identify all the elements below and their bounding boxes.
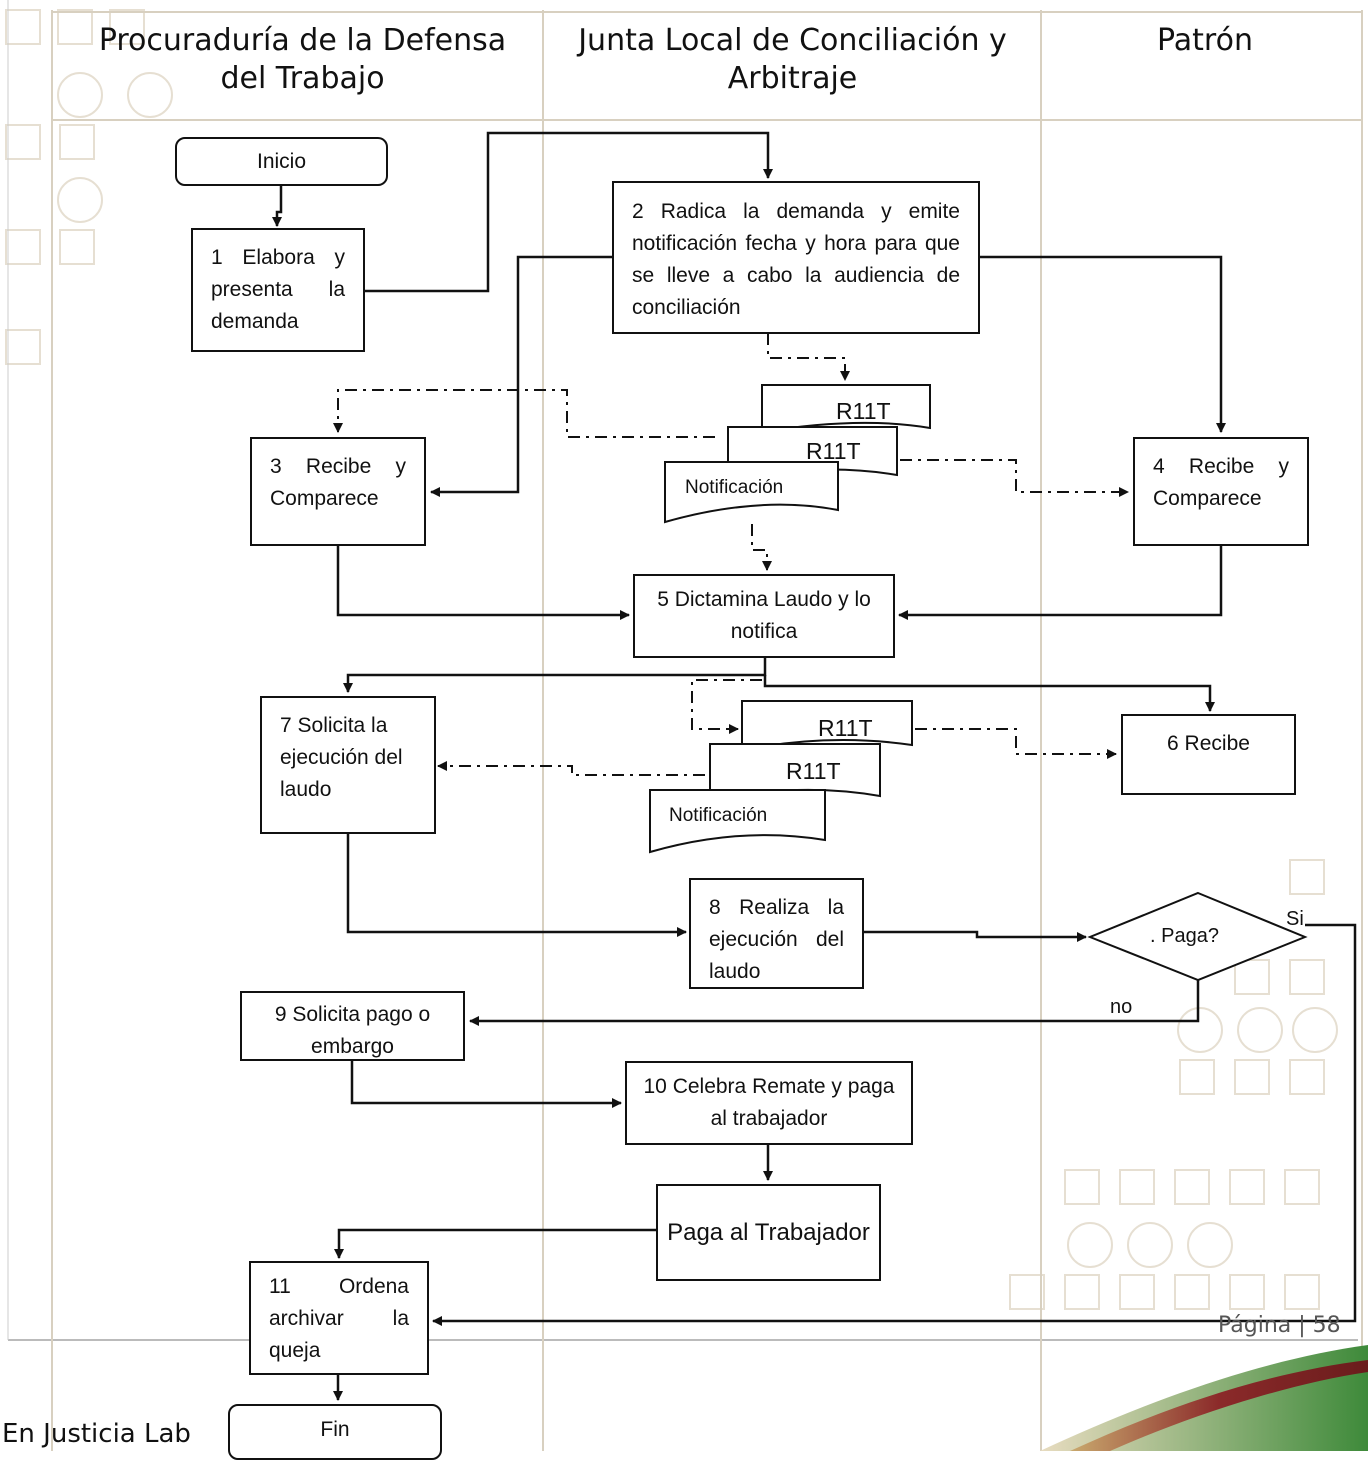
doc-r11t-label: R11T bbox=[806, 438, 861, 464]
document-connectors bbox=[333, 333, 1129, 776]
lane-header-procuraduria: Procuraduría de la Defensa del Trabajo bbox=[98, 23, 507, 96]
bottom-text: En Justicia Lab bbox=[2, 1419, 191, 1449]
lane-header-patron: Patrón bbox=[1157, 23, 1253, 58]
step-10-box: 10 Celebra Remate y paga al trabajador bbox=[625, 1061, 913, 1145]
step-3-box: 3 Recibe y Comparece bbox=[250, 437, 426, 546]
swimlane-grid bbox=[51, 10, 1363, 1451]
edge-label-no: no bbox=[1110, 996, 1133, 1018]
step-5-box: 5 Dictamina Laudo y lo notifica bbox=[633, 574, 895, 658]
doc-r11t-label: R11T bbox=[818, 715, 873, 741]
document-stack-1 bbox=[664, 384, 931, 524]
step-9-box: 9 Solicita pago o embargo bbox=[240, 991, 465, 1061]
watermark-pattern bbox=[5, 9, 1338, 1310]
step-6-box: 6 Recibe bbox=[1121, 714, 1296, 795]
step-11-box: 11 Ordena archivar la queja bbox=[249, 1261, 429, 1375]
decision-label: . Paga? bbox=[1150, 925, 1219, 947]
flow-connectors bbox=[272, 131, 1357, 1401]
document-stack-2 bbox=[649, 700, 913, 854]
start-terminator: Inicio bbox=[175, 137, 388, 186]
doc-notificacion-label: Notificación bbox=[685, 477, 784, 498]
footer-swoosh bbox=[1040, 1345, 1368, 1451]
paga-trabajador-box: Paga al Trabajador bbox=[656, 1184, 881, 1281]
step-1-box: 1 Elabora y presenta la demanda bbox=[191, 228, 365, 352]
page-number: Página | 58 bbox=[1218, 1313, 1341, 1338]
doc-r11t-label: R11T bbox=[786, 758, 841, 784]
end-terminator: Fin bbox=[228, 1404, 442, 1460]
step-2-box: 2 Radica la demanda y emite notificación… bbox=[612, 181, 980, 334]
doc-notificacion-label: Notificación bbox=[669, 805, 768, 826]
step-4-box: 4 Recibe y Comparece bbox=[1133, 437, 1309, 546]
lane-header-junta: Junta Local de Conciliación y Arbitraje bbox=[578, 23, 1007, 96]
doc-r11t-label: R11T bbox=[836, 398, 891, 424]
step-7-box: 7 Solicita la ejecución del laudo bbox=[260, 696, 436, 834]
edge-label-si: Si bbox=[1286, 908, 1304, 930]
step-8-box: 8 Realiza la ejecución del laudo bbox=[689, 878, 864, 989]
